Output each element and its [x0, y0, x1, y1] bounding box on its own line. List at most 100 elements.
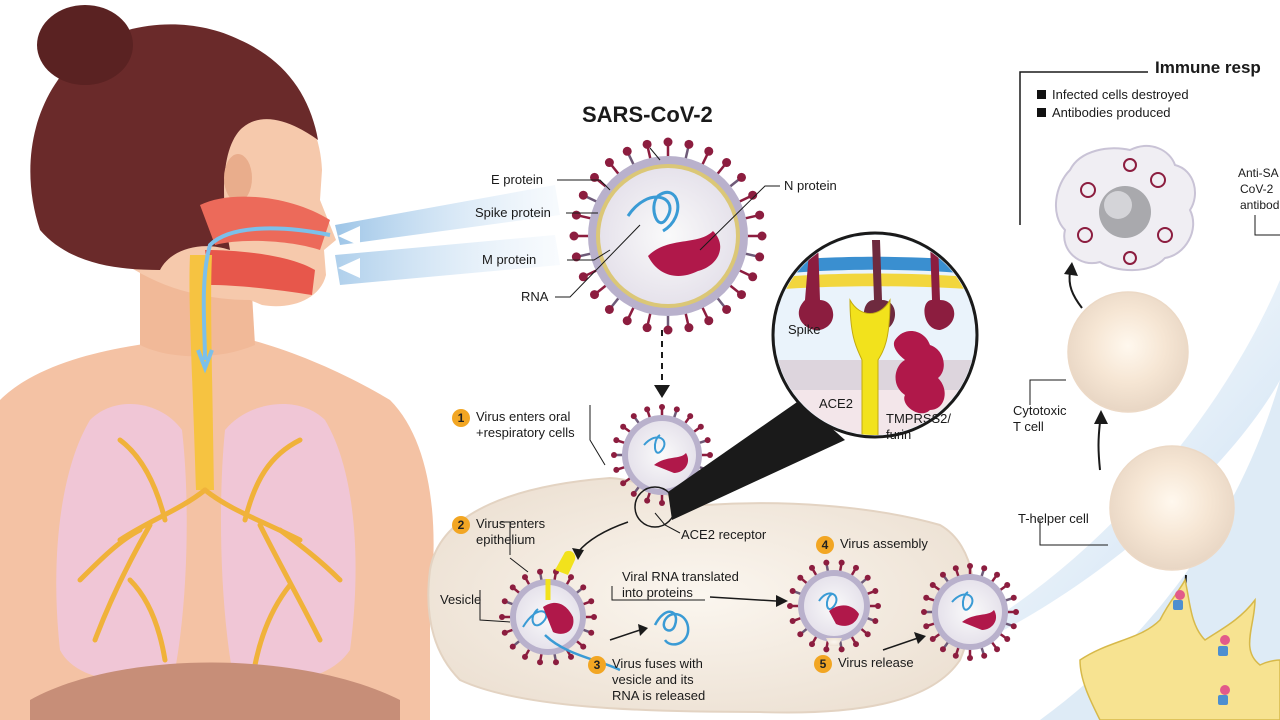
- label-translation-2: into proteins: [622, 585, 693, 600]
- step-5: 5 Virus release: [814, 655, 914, 673]
- spike-head: [552, 659, 559, 666]
- step-2-badge: 2: [452, 516, 470, 534]
- spike-head: [789, 587, 796, 594]
- spike-head: [611, 452, 617, 458]
- label-translation-1: Viral RNA translated: [622, 569, 739, 584]
- spike-head: [1013, 609, 1019, 615]
- airflow-arrow: [196, 349, 214, 374]
- cytotoxic-t-cell: [1067, 291, 1189, 413]
- spike-head: [755, 252, 765, 262]
- bullet-square-icon: [1037, 108, 1046, 117]
- floating-rna: [653, 610, 690, 646]
- spike-head: [872, 618, 879, 625]
- spike-head: [952, 652, 959, 659]
- spike-head: [736, 290, 746, 300]
- dendritic-cell: [1079, 577, 1280, 720]
- trachea: [189, 255, 214, 490]
- label-cytotoxic-1: Cytotoxic: [1013, 403, 1067, 418]
- step-3-line-3: RNA is released: [612, 688, 706, 703]
- spike-head: [981, 652, 988, 659]
- spike-head: [501, 598, 508, 605]
- zoom-spike-1: [798, 240, 834, 331]
- immune-bullet-1-text: Infected cells destroyed: [1052, 87, 1189, 102]
- spike-head: [590, 172, 600, 182]
- spike-head: [923, 594, 930, 601]
- spike-head: [568, 653, 574, 660]
- diaphragm: [30, 662, 400, 720]
- sars-cov-2-virion: [569, 137, 767, 335]
- breath-streams: [335, 185, 560, 285]
- spike-head: [809, 641, 815, 648]
- spike-head: [522, 653, 528, 660]
- bullet-square-icon: [1037, 90, 1046, 99]
- virus-leader-lines: [555, 147, 780, 298]
- entry-arrowhead: [654, 385, 670, 398]
- spike-head: [939, 646, 946, 653]
- spike-head: [578, 190, 588, 200]
- label-antibodies-2: CoV-2: [1240, 182, 1274, 196]
- spike-head: [642, 323, 652, 333]
- spike-head: [604, 304, 614, 314]
- zoom-label-spike: Spike: [788, 322, 821, 337]
- label-vesicle: Vesicle: [440, 592, 482, 607]
- label-m-protein: M protein: [482, 252, 537, 267]
- step-3: 3 Virus fuses with vesicle and its RNA i…: [588, 656, 705, 704]
- spike-head: [872, 587, 879, 594]
- spike-head: [704, 146, 714, 156]
- spike-head: [663, 325, 673, 335]
- spike-head: [939, 571, 946, 578]
- spike-head: [591, 614, 597, 620]
- spike-head: [704, 316, 714, 326]
- spike-head: [622, 316, 632, 326]
- spike-head: [659, 404, 665, 410]
- spike-head: [571, 252, 581, 262]
- cell-leader-lines: [479, 405, 705, 623]
- spike-head: [590, 290, 600, 300]
- spike-head: [613, 466, 620, 473]
- label-antibodies-3: antibod: [1240, 198, 1280, 212]
- spike-head: [569, 231, 579, 241]
- virus-title: SARS-CoV-2: [582, 102, 713, 127]
- label-n-protein: N protein: [784, 178, 837, 193]
- ear: [224, 154, 252, 202]
- virion-n-protein: [648, 231, 721, 276]
- destroyed-infected-cell: [1054, 145, 1196, 272]
- released-rna: [544, 634, 621, 672]
- spike-head: [722, 304, 732, 314]
- right-lung: [220, 403, 356, 681]
- spike-head: [588, 629, 595, 636]
- spike-head: [722, 158, 732, 168]
- hair-bun: [37, 5, 133, 85]
- t-helper-cell: [1109, 445, 1235, 571]
- spike-head: [929, 581, 936, 588]
- nasal-cavity: [200, 196, 330, 250]
- oral-cavity: [205, 250, 315, 295]
- spike-head: [659, 500, 665, 506]
- immune-bullet-2: Antibodies produced: [1037, 105, 1171, 120]
- spike-head: [981, 565, 988, 572]
- lungs: [30, 403, 400, 720]
- zoom-label-furin: furin: [886, 427, 912, 442]
- spike-head: [673, 406, 680, 413]
- spike-head: [748, 272, 758, 282]
- spike-head: [1004, 636, 1011, 643]
- label-antibodies-1: Anti-SA: [1238, 166, 1279, 180]
- spike-head: [757, 231, 767, 241]
- spike-head: [697, 423, 704, 430]
- bronchi: [77, 437, 343, 668]
- step-3-line-2: vesicle and its: [612, 672, 694, 687]
- spike-head: [853, 564, 859, 571]
- spike-head: [921, 609, 927, 615]
- spike-head: [875, 603, 881, 609]
- spike-head: [644, 406, 651, 413]
- cell-arrows: [577, 521, 919, 651]
- virion-rna: [626, 190, 680, 233]
- spike-head: [501, 629, 508, 636]
- spike-head: [663, 137, 673, 147]
- spike-head: [809, 564, 815, 571]
- step-5-badge: 5: [814, 655, 832, 673]
- spike-head: [994, 571, 1001, 578]
- airflow-line: [201, 226, 331, 361]
- zoom-cone: [668, 400, 845, 520]
- antibody-leader: [1254, 215, 1280, 236]
